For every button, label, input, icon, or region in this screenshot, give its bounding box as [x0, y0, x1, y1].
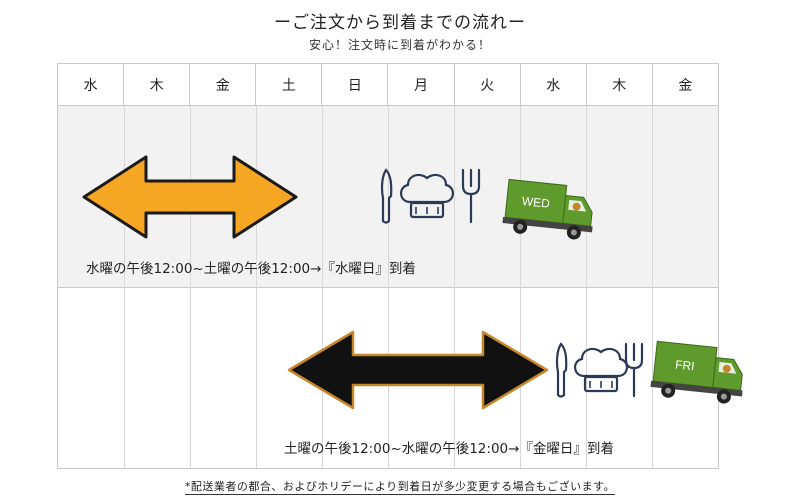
double-arrow-icon [287, 330, 549, 410]
grid-line [652, 106, 653, 468]
grid-line [322, 106, 323, 468]
day-cell: 月 [388, 64, 455, 105]
day-cell: 木 [587, 64, 653, 105]
day-cell: 土 [256, 64, 323, 105]
truck-label: WED [521, 194, 551, 211]
row-caption-friday: 土曜の午後12:00~水曜の午後12:00→『金曜日』到着 [284, 441, 614, 457]
footnote-text: *配送業者の都合、およびホリデーにより到着日が多少変更する場合もございます。 [184, 480, 616, 495]
day-cell: 金 [190, 64, 257, 105]
grid-line [454, 106, 455, 468]
day-cell: 火 [455, 64, 521, 105]
double-arrow-icon [82, 155, 298, 239]
day-cell: 水 [58, 64, 125, 105]
grid-line [124, 106, 125, 468]
day-header-row: 水 木 金 土 日 月 火 水 木 金 [58, 64, 718, 106]
grid-line [256, 106, 257, 468]
day-cell: 水 [521, 64, 587, 105]
truck-label: FRI [675, 357, 696, 373]
day-cell: 金 [678, 77, 693, 94]
grid-line [388, 106, 389, 468]
arrow-shape [287, 330, 549, 410]
knife-icon [555, 342, 568, 398]
grid-line [520, 106, 521, 468]
fork-icon [624, 342, 644, 398]
delivery-truck-icon: FRI [650, 340, 743, 404]
footnote: *配送業者の都合、およびホリデーにより到着日が多少変更する場合もございます。 [0, 478, 800, 495]
delivery-truck-icon: WED [502, 178, 593, 240]
fork-icon [461, 168, 481, 224]
arrow-shape [82, 155, 298, 239]
page-subtitle: 安心！注文時に到着がわかる！ [308, 38, 491, 52]
day-cell: 日 [322, 64, 389, 105]
page-title: ーご注文から到着までの流れー [274, 13, 526, 33]
chef-hat-icon [400, 173, 454, 219]
grid-line [586, 106, 587, 468]
row-caption-wednesday: 水曜の午後12:00~土曜の午後12:00→『水曜日』到着 [86, 261, 416, 277]
knife-icon [380, 168, 393, 224]
grid-line [190, 106, 191, 468]
day-cell: 木 [124, 64, 191, 105]
